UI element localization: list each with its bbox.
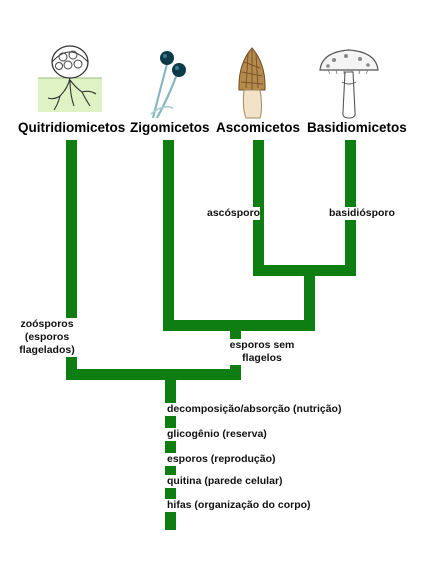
shared-trait-reproducao: esporos (reprodução): [165, 453, 278, 466]
mushroom-icon: [319, 49, 379, 119]
trait-zoosporos-line1: zoósporos: [20, 318, 74, 330]
taxon-zigomicetos: Zigomicetos: [130, 120, 210, 135]
branch-quitridiomicetos: [66, 140, 77, 380]
trait-zoosporos-line2: (esporos: [24, 331, 70, 343]
trait-ascosporo: ascósporo: [207, 207, 261, 220]
branch-dikarya-stem: [304, 265, 315, 331]
taxon-quitridiomicetos: Quitridiomicetos: [18, 120, 126, 135]
branch-root-stem-5: [165, 484, 176, 500]
shared-trait-reserva: glicogênio (reserva): [165, 428, 269, 441]
shared-trait-nutricao: decomposição/absorção (nutrição): [165, 403, 344, 416]
branch-root-stem-6: [165, 508, 176, 530]
branch-root-stem-1: [165, 380, 176, 404]
trait-zoosporos-line3: flagelados): [19, 344, 75, 356]
branch-zigomicetos: [163, 140, 174, 331]
trait-zoosporos: zoósporos (esporos flagelados): [17, 318, 77, 357]
trait-esporos-sem-line1: esporos sem: [229, 339, 295, 351]
trait-esporos-sem-line2: flagelos: [242, 352, 282, 364]
shared-trait-organizacao: hifas (organização do corpo): [165, 499, 313, 512]
trait-esporos-sem-flagelos: esporos sem flagelos: [226, 339, 298, 365]
shared-trait-parede-celular: quitina (parede celular): [165, 475, 285, 488]
branch-root-join: [66, 369, 241, 380]
branch-root-stem-4: [165, 463, 176, 476]
trait-basidiosporo: basidiósporo: [329, 207, 395, 220]
chytrid-icon: [38, 45, 102, 112]
taxon-ascomicetos: Ascomicetos: [216, 120, 301, 135]
branch-root-stem-2: [165, 412, 176, 430]
taxon-basidiomicetos: Basidiomicetos: [307, 120, 407, 135]
zygomycete-icon: [150, 51, 186, 119]
branch-root-stem-3: [165, 438, 176, 455]
morel-icon: [238, 47, 266, 119]
